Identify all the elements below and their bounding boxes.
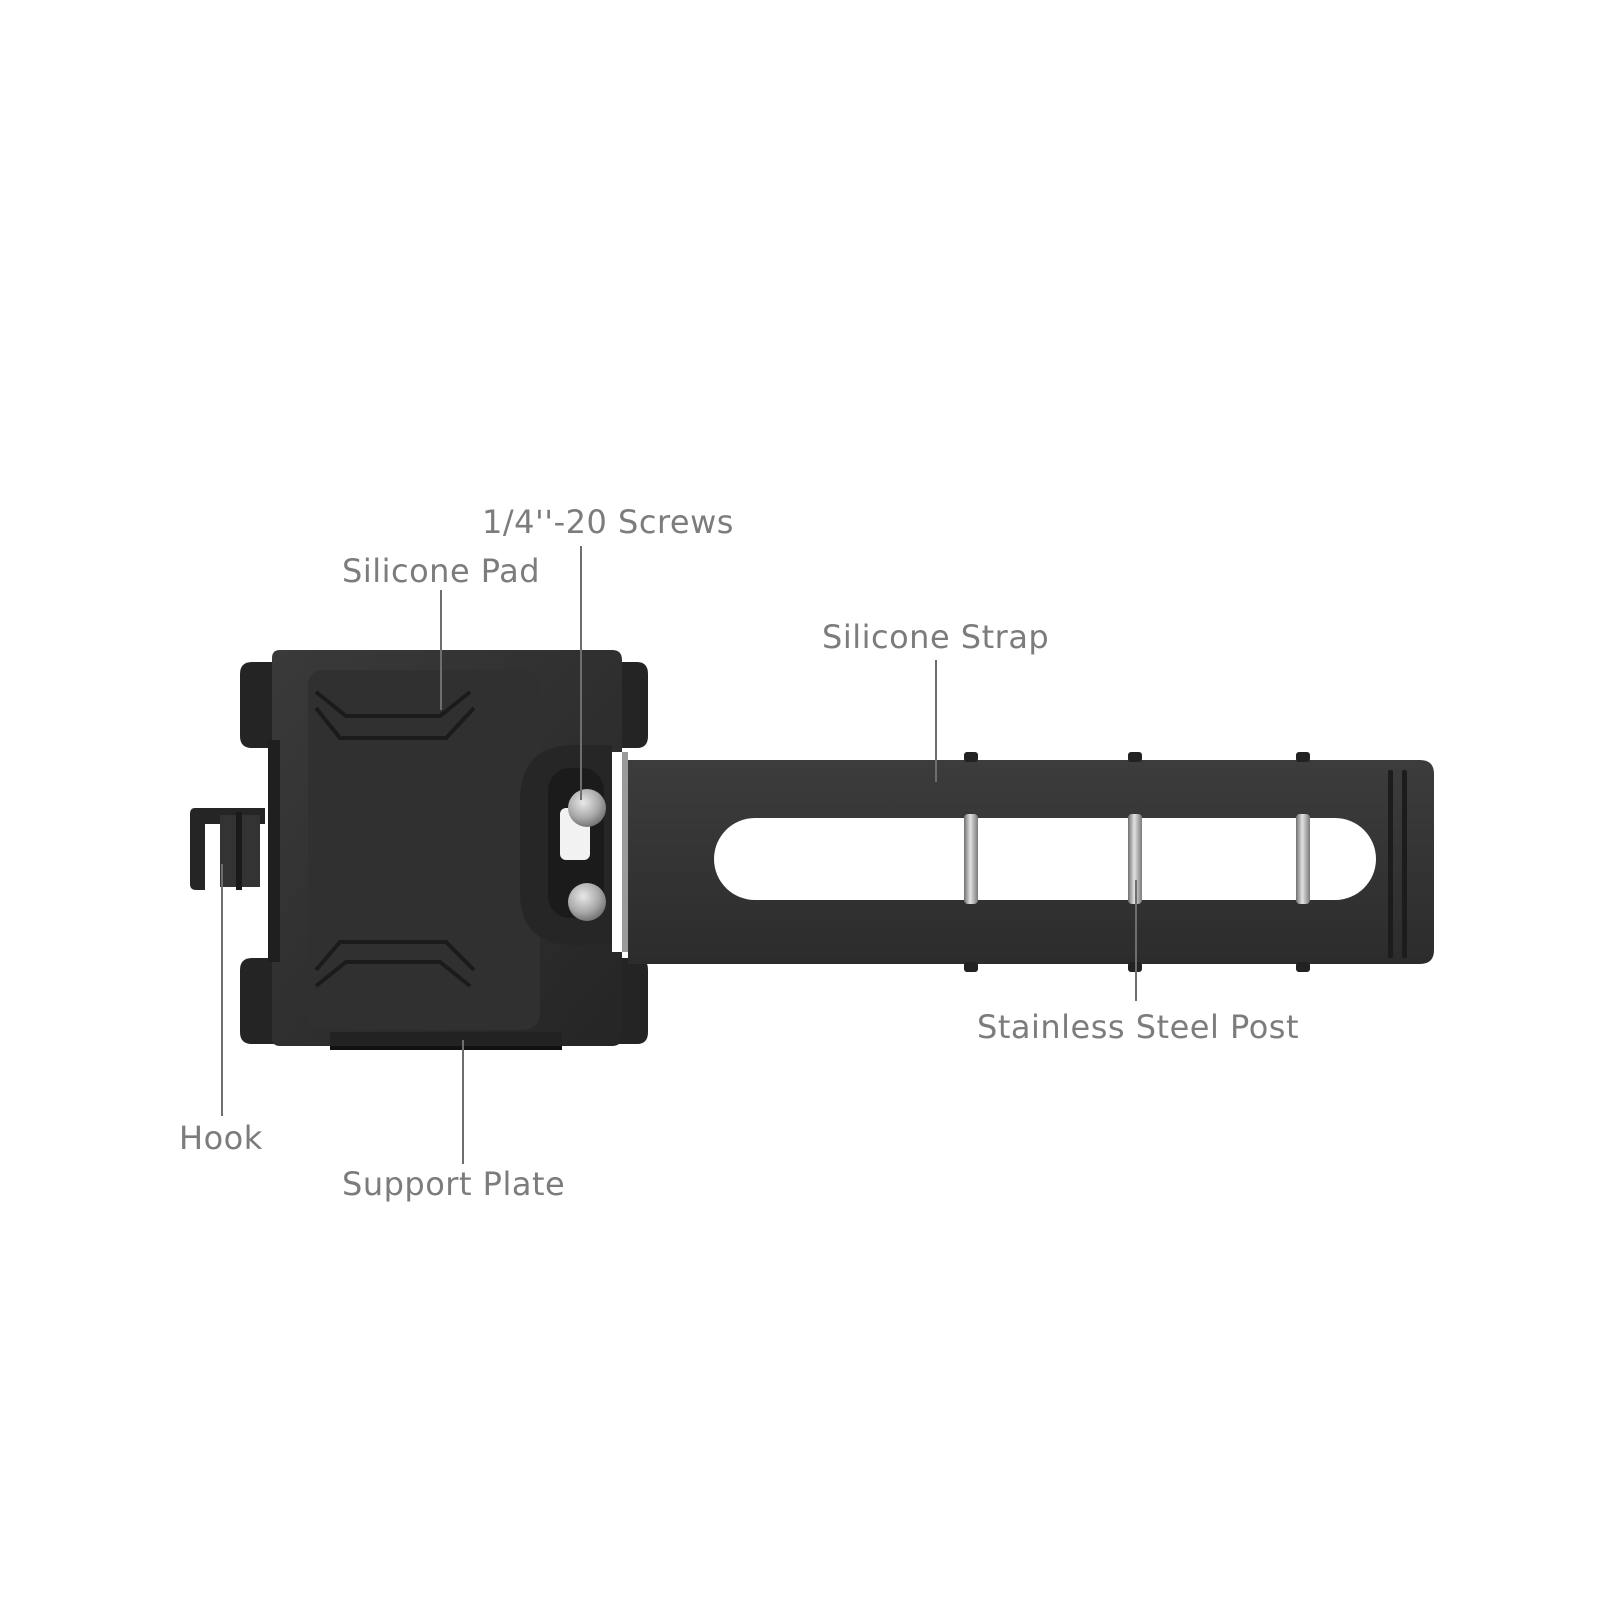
leader-lines: [221, 546, 1137, 1164]
silicone-pad: [314, 690, 476, 988]
screw-lower: [568, 883, 606, 921]
stainless-steel-posts: [964, 814, 1310, 904]
screw-upper: [568, 789, 606, 827]
hook: [190, 808, 265, 890]
label-silicone-pad: Silicone Pad: [342, 552, 541, 590]
steel-post-2: [1128, 814, 1142, 904]
silicone-strap: [628, 752, 1434, 972]
screw-slot: [520, 745, 612, 945]
label-hook: Hook: [179, 1119, 263, 1157]
label-screws: 1/4''-20 Screws: [482, 503, 734, 541]
label-silicone-strap: Silicone Strap: [822, 618, 1050, 656]
corner-brackets: [240, 662, 648, 1044]
support-plate: [330, 1032, 562, 1050]
steel-post-1: [964, 814, 978, 904]
label-stainless-steel-post: Stainless Steel Post: [977, 1008, 1299, 1046]
label-support-plate: Support Plate: [342, 1165, 566, 1203]
holder-body: [268, 650, 622, 1046]
steel-post-3: [1296, 814, 1310, 904]
